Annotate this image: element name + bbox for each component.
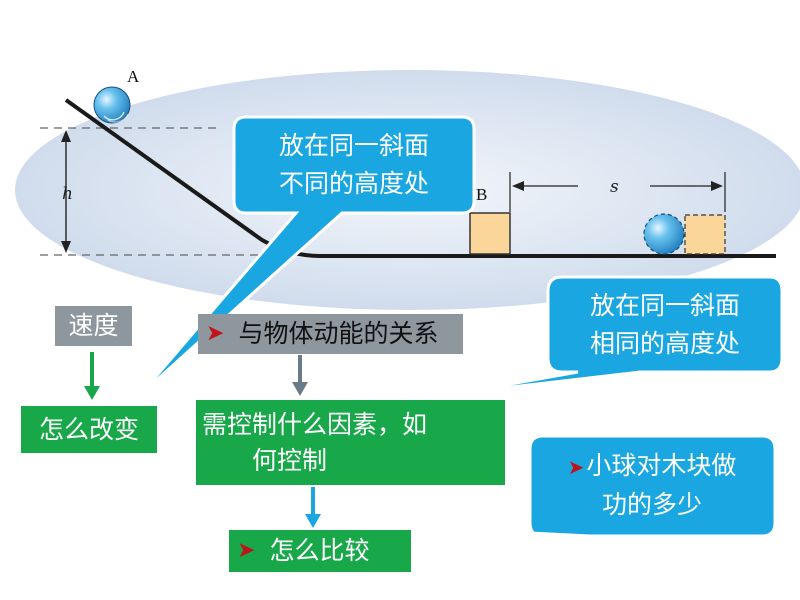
relation-label: 与物体动能的关系 — [238, 319, 439, 348]
arrow-relation-head — [292, 382, 308, 396]
control-factors-line1: 需控制什么因素，如 — [202, 409, 428, 439]
block-displaced — [684, 214, 726, 255]
bubble3-line1: ➤小球对木块做 — [532, 447, 772, 486]
bubble-work — [409, 434, 777, 538]
bubble-different-height — [138, 115, 476, 397]
how-change-label: 怎么改变 — [38, 414, 139, 444]
red-arrowhead-icon: ➤ — [237, 538, 256, 563]
label-h: h — [62, 184, 73, 204]
height-arrow-bottom-head — [61, 241, 71, 253]
bubble2-line1: 放在同一斜面 — [589, 291, 740, 320]
control-factors-box: 需控制什么因素，如 何控制 — [196, 400, 505, 485]
ball-a — [93, 86, 131, 124]
speed-label: 速度 — [68, 311, 119, 340]
bubble-work-text: ➤小球对木块做 功的多少 — [532, 447, 772, 524]
red-arrowhead-icon: ➤ — [206, 321, 225, 346]
ball-displaced — [643, 213, 685, 255]
bubble-different-height-text: 放在同一斜面 不同的高度处 — [236, 127, 472, 203]
how-change-box: 怎么改变 — [21, 406, 157, 453]
arrow-speed-head — [84, 386, 100, 400]
bubble3-line1-text: 小球对木块做 — [586, 451, 737, 480]
how-compare-label: 怎么比较 — [269, 536, 370, 565]
height-arrow-top-head — [61, 130, 71, 142]
bubble1-line2: 不同的高度处 — [278, 169, 429, 198]
block-b — [469, 212, 511, 255]
relation-box-bg — [198, 314, 463, 354]
speed-box: 速度 — [55, 306, 132, 346]
label-a: A — [127, 67, 140, 86]
control-factors-line2: 何控制 — [252, 445, 328, 475]
bubble-same-height — [459, 275, 784, 395]
bubble3-line2: 功的多少 — [601, 490, 702, 519]
label-b: B — [476, 185, 487, 204]
how-compare-box: ➤ 怎么比较 — [229, 530, 411, 572]
bubble-same-height-text: 放在同一斜面 相同的高度处 — [550, 287, 780, 363]
bubble2-line2: 相同的高度处 — [589, 329, 740, 358]
arrow-control-head — [305, 514, 321, 528]
relation-box: ➤ 与物体动能的关系 — [198, 314, 498, 354]
label-s: s — [610, 177, 619, 197]
bubble1-line1: 放在同一斜面 — [278, 131, 429, 160]
red-arrowhead-icon: ➤ — [567, 455, 585, 479]
